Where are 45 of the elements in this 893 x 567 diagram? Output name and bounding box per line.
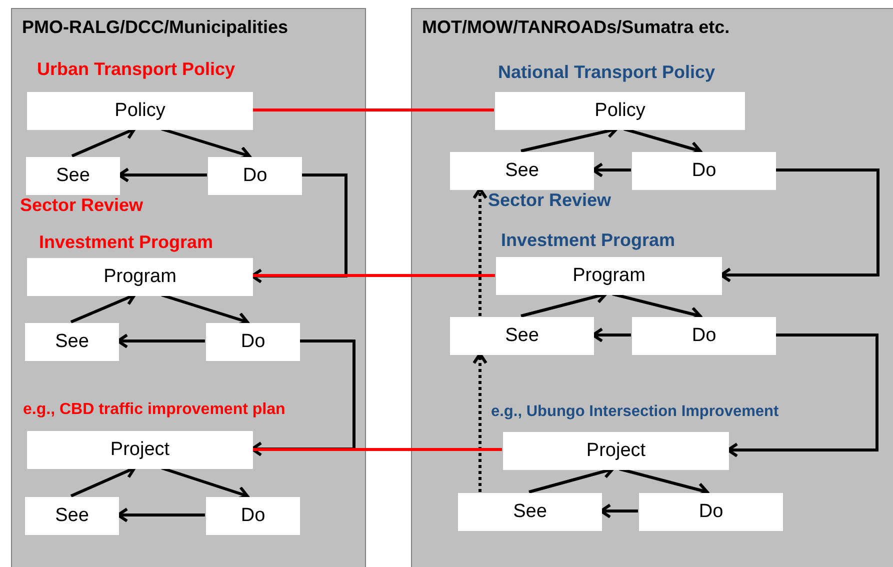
connector-line	[252, 108, 494, 112]
arrow	[118, 168, 207, 182]
process-box: Do	[632, 152, 776, 190]
swimlane-panel	[11, 8, 366, 567]
swimlane-panel	[411, 8, 893, 567]
arrow	[726, 334, 878, 458]
process-box: Program	[27, 258, 253, 296]
section-heading: Investment Program	[501, 230, 676, 251]
panel-heading: MOT/MOW/TANROADs/Sumatra etc.	[422, 17, 730, 38]
dotted-arrow	[472, 188, 488, 316]
section-label: Sector Review	[20, 195, 144, 216]
arrow	[116, 508, 205, 522]
process-box: Do	[632, 317, 776, 355]
process-box: See	[450, 317, 594, 355]
process-box: Do	[206, 323, 300, 361]
section-heading: e.g., Ubungo Intersection Improvement	[491, 403, 779, 421]
process-box: Project	[503, 432, 729, 470]
process-box: See	[450, 152, 594, 190]
process-box: Policy	[495, 92, 745, 130]
arrow	[720, 168, 880, 282]
arrow	[250, 340, 356, 456]
connector-line	[252, 448, 502, 451]
process-box: See	[26, 157, 120, 195]
section-heading: Investment Program	[39, 232, 214, 253]
arrow	[600, 504, 638, 518]
panel-heading: PMO-RALG/DCC/Municipalities	[22, 17, 288, 38]
process-box: Policy	[27, 92, 253, 130]
process-box: See	[25, 323, 119, 361]
process-box: Do	[208, 157, 302, 195]
section-heading: National Transport Policy	[498, 62, 716, 83]
process-box: Program	[496, 257, 722, 295]
process-box: Do	[639, 493, 783, 531]
section-label: Sector Review	[488, 190, 612, 211]
dotted-arrow	[472, 352, 488, 492]
process-box: See	[25, 497, 119, 535]
arrow	[592, 162, 631, 178]
section-heading: Urban Transport Policy	[37, 59, 236, 80]
arrow	[592, 328, 631, 342]
arrow	[250, 174, 348, 284]
section-heading: e.g., CBD traffic improvement plan	[23, 401, 286, 419]
arrow	[116, 334, 205, 348]
process-box: See	[458, 493, 602, 531]
process-box: Do	[206, 497, 300, 535]
process-box: Project	[27, 431, 253, 469]
connector-line	[252, 274, 495, 277]
